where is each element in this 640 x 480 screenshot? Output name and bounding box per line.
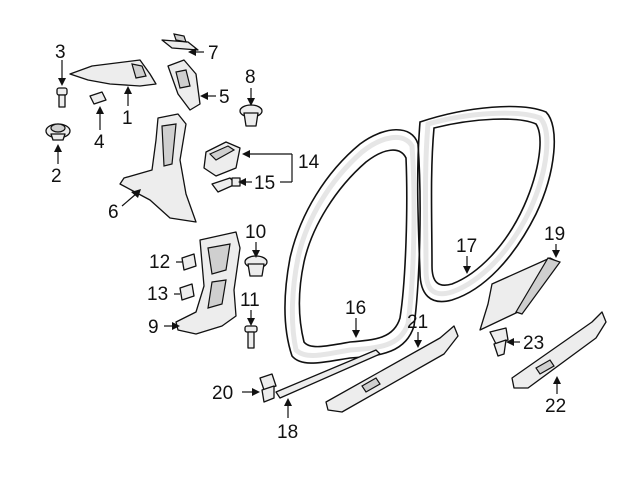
- callout-20: 20: [212, 383, 233, 404]
- callout-5: 5: [219, 87, 230, 108]
- part-19-rear-trim: [479, 257, 561, 331]
- part-9-lower-trim: [175, 231, 241, 335]
- callout-21: 21: [407, 312, 428, 333]
- part-17-rear-door-seal: [416, 105, 556, 303]
- callout-8: 8: [245, 67, 256, 88]
- part-5-pillar-upper: [167, 59, 201, 111]
- part-15-connector: [211, 177, 241, 193]
- part-21-front-sill-plate: [325, 325, 459, 413]
- part-7-bracket: [161, 33, 199, 51]
- part-13-pad: [179, 283, 195, 301]
- part-4-pad: [89, 91, 107, 105]
- callout-labels: 3 2 4 1 7 5 8 6 14 15 10 12 13 11 9 16 1…: [51, 42, 566, 443]
- callout-22: 22: [545, 396, 566, 417]
- part-14-module: [203, 141, 241, 177]
- callout-10: 10: [245, 222, 266, 243]
- callout-6: 6: [108, 202, 119, 223]
- callout-13: 13: [147, 284, 168, 305]
- part-10-push-clip: [244, 255, 268, 277]
- part-20-clip: [259, 373, 277, 403]
- part-8-push-clip: [239, 104, 263, 127]
- part-3-screw: [56, 87, 68, 108]
- part-1-upper-trim: [69, 59, 157, 87]
- callout-17: 17: [456, 236, 477, 257]
- callout-11: 11: [240, 290, 260, 311]
- part-11-screw: [244, 325, 258, 349]
- callout-16: 16: [345, 298, 366, 319]
- callout-18: 18: [277, 422, 298, 443]
- part-6-b-pillar-trim: [119, 113, 197, 223]
- part-22-rear-sill-plate: [511, 311, 607, 389]
- callout-23: 23: [523, 333, 544, 354]
- callout-12: 12: [149, 252, 170, 273]
- part-23-clip: [489, 327, 509, 357]
- callout-3: 3: [55, 42, 66, 63]
- callout-4: 4: [94, 132, 105, 153]
- part-18-strip: [275, 349, 381, 399]
- callout-2: 2: [51, 166, 62, 187]
- callout-19: 19: [544, 224, 565, 245]
- part-12-pad: [181, 253, 197, 271]
- part-2-clip: [45, 123, 71, 141]
- callout-14: 14: [298, 152, 320, 173]
- callout-9: 9: [148, 317, 159, 338]
- callout-1: 1: [122, 108, 133, 129]
- callout-7: 7: [208, 43, 219, 64]
- callout-15: 15: [254, 173, 275, 194]
- leader-lines: [54, 48, 561, 418]
- part-16-front-door-seal: [284, 129, 421, 364]
